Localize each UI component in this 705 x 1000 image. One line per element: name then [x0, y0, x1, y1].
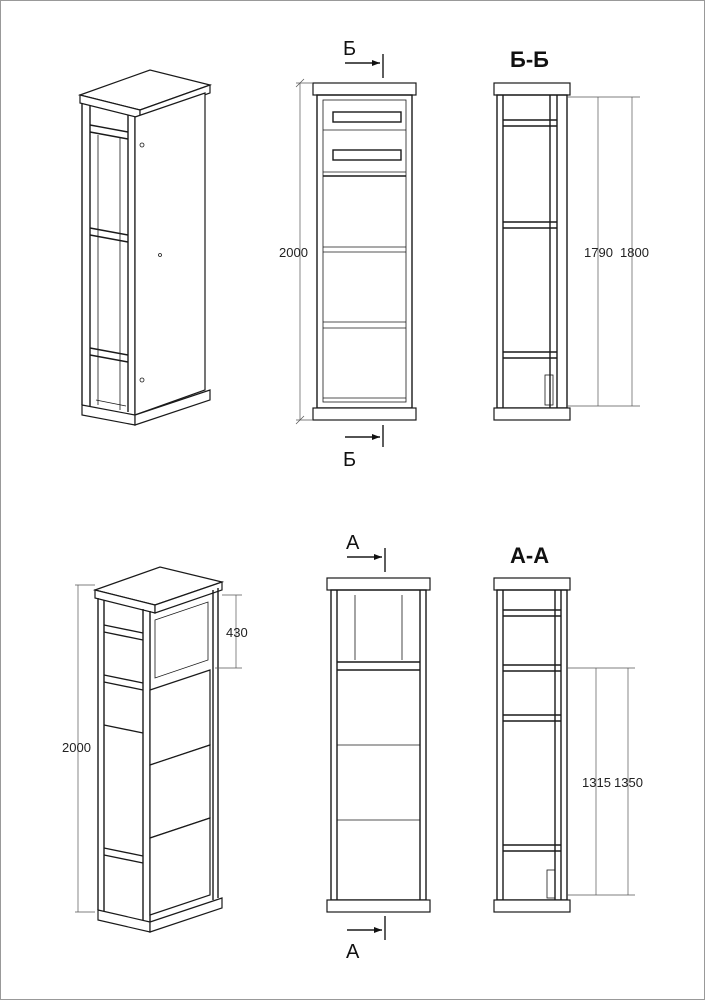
iso-top-base-side [134, 389, 211, 426]
iso-top-door [134, 92, 206, 416]
front-top-body [316, 94, 413, 409]
iso-view-top [77, 69, 213, 426]
iso-top-hinge-2 [139, 377, 145, 383]
iso-view-bottom: 2000 430 [62, 566, 248, 933]
cut-a-bottom-arrow [374, 927, 382, 933]
iso-top-rail-3 [89, 227, 129, 236]
iso-bottom-dim-2000: 2000 [62, 740, 91, 755]
front-top-roof [312, 82, 417, 96]
iso-bottom-top-compartment [154, 601, 209, 679]
section-view-bb: Б-Б 1790 1800 [493, 47, 649, 421]
section-view-aa: А-А 1315 1350 [493, 543, 643, 913]
cut-b-bottom-arrow [372, 434, 380, 440]
aa-dim-1350: 1350 [614, 775, 643, 790]
iso-bottom-roof-side [154, 581, 223, 614]
iso-bottom-rail-3 [103, 674, 144, 684]
cut-a-bottom-label: А [346, 941, 360, 963]
front-top-dim-2000: 2000 [279, 245, 308, 260]
iso-top-rail-6 [89, 354, 129, 363]
front-top-dim-tick-2 [295, 415, 305, 425]
aa-dim-1315: 1315 [582, 775, 611, 790]
front-view-bottom: А А [326, 532, 431, 963]
front-top-base [312, 407, 417, 421]
iso-bottom-base-side [149, 897, 223, 933]
iso-top-rail-1 [89, 124, 129, 133]
iso-bottom-rail-2 [103, 631, 144, 641]
iso-bottom-rail-6 [103, 847, 144, 857]
section-bb-title: Б-Б [510, 47, 549, 72]
bb-dim-1790: 1790 [584, 245, 613, 260]
iso-top-rail-2 [89, 131, 129, 140]
iso-bottom-panel-3 [149, 817, 211, 916]
front-bottom-roof [326, 577, 431, 591]
front-top-inner [322, 99, 407, 403]
front-top-panel-slot-2 [332, 149, 402, 161]
front-top-panel-slot-1 [332, 111, 402, 123]
iso-top-hinge-1 [139, 142, 145, 148]
iso-top-base-inner [95, 399, 127, 407]
front-view-top: 2000 Б Б [279, 38, 417, 471]
iso-bottom-rail-5 [103, 724, 144, 734]
cut-b-bottom-label: Б [343, 449, 356, 471]
aa-body [496, 589, 568, 901]
bb-base [493, 407, 571, 421]
iso-bottom-dim-430: 430 [226, 625, 248, 640]
bb-roof [493, 82, 571, 96]
cut-a-top-arrow [374, 554, 382, 560]
section-aa-title: А-А [510, 543, 549, 568]
iso-top-rail-5 [89, 347, 129, 356]
bb-dim-1800: 1800 [620, 245, 649, 260]
front-top-dim-tick-1 [295, 78, 305, 88]
iso-bottom-rail-1 [103, 624, 144, 634]
iso-bottom-rail-4 [103, 681, 144, 691]
cut-b-top-label: Б [343, 38, 356, 60]
aa-foot-bracket [546, 869, 556, 899]
iso-top-lock [158, 253, 162, 257]
bb-foot-bracket [544, 374, 554, 406]
cut-a-top-label: А [346, 532, 360, 554]
front-bottom-base [326, 899, 431, 913]
iso-top-rail-4 [89, 234, 129, 243]
iso-bottom-rail-7 [103, 854, 144, 864]
aa-base [493, 899, 571, 913]
aa-roof [493, 577, 571, 591]
iso-bottom-base-front [97, 909, 151, 933]
cut-b-top-arrow [372, 60, 380, 66]
iso-top-base-front [81, 404, 136, 426]
